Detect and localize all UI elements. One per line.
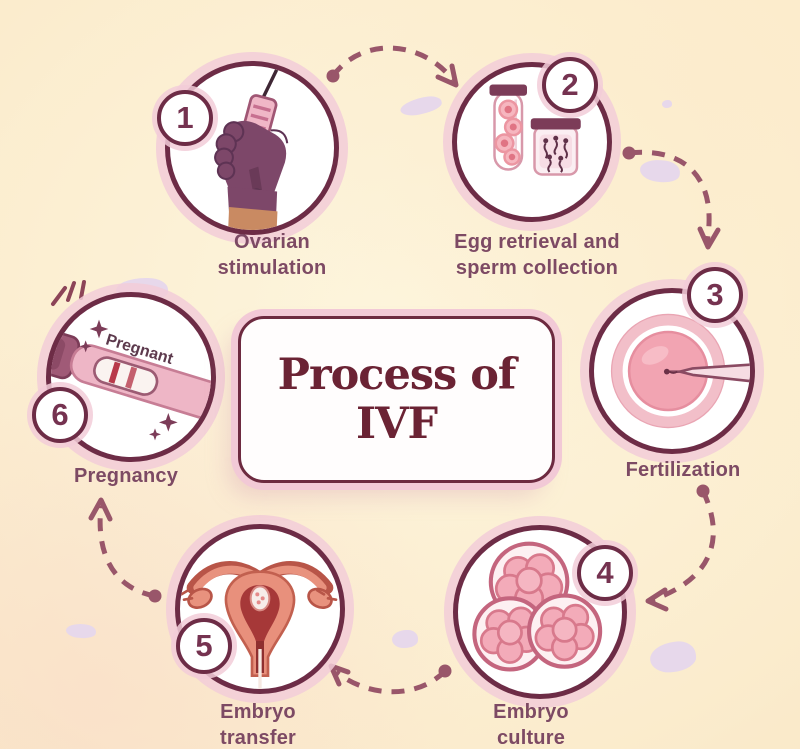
emphasis-lines — [51, 280, 86, 306]
step-5-number-badge: 5 — [176, 618, 232, 674]
sparkle-icon — [79, 319, 178, 441]
egg-cell-injection-icon — [610, 313, 750, 429]
step-3-circle — [589, 288, 755, 454]
step-6-circle: Pregnant — [46, 292, 216, 462]
decor-blob — [392, 630, 418, 648]
decor-blob — [662, 100, 672, 108]
arrow-step3-to-step4 — [645, 484, 716, 612]
title-line-1: Process of — [277, 350, 517, 401]
step-6-number-badge: 6 — [32, 387, 88, 443]
step-1-number-badge: 1 — [157, 90, 213, 146]
test-tube-and-sperm-jar-icon — [489, 84, 581, 176]
step-2-number-badge: 2 — [542, 57, 598, 113]
step-4-circle — [453, 525, 627, 699]
step-4-label: Embryo culture — [493, 701, 569, 749]
syringe-in-gloved-hand-icon — [214, 66, 289, 230]
uterus-with-catheter-icon — [180, 561, 338, 689]
step-3-label: Fertilization — [625, 459, 741, 481]
arrow-step5-to-step6 — [88, 497, 162, 603]
arrow-step4-to-step5 — [328, 663, 452, 695]
title-line-2: IVF — [355, 398, 438, 449]
title-card: Process of IVF — [238, 316, 555, 483]
step-4-number-badge: 4 — [577, 545, 633, 601]
step-2-label: Egg retrieval and sperm collection — [454, 231, 620, 279]
step-1-label: Ovarian stimulation — [217, 231, 327, 279]
step-2-circle — [452, 62, 612, 222]
embryo-cell-clusters-icon — [472, 541, 603, 672]
arrow-step2-to-step3 — [622, 146, 721, 250]
step-1-circle — [165, 61, 339, 235]
arrow-step1-to-step2 — [326, 45, 459, 88]
step-3-number-badge: 3 — [687, 267, 743, 323]
step-5-label: Embryo transfer — [219, 701, 297, 749]
step-6-label: Pregnancy — [73, 465, 179, 487]
